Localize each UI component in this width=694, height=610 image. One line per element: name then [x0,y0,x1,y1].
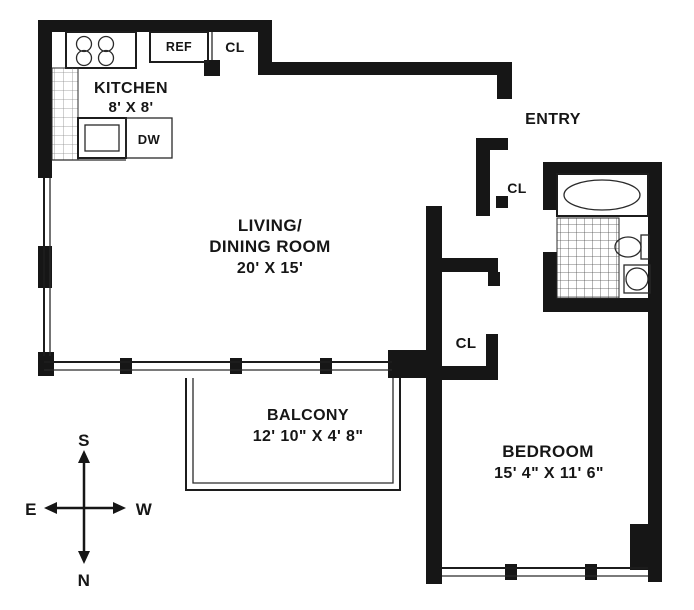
wall-segment [442,366,498,380]
living-dining-label-line1: LIVING/ [238,216,302,235]
closet-label-entry: CL [507,180,527,196]
window-mullion [120,358,132,374]
dishwasher-label: DW [138,132,161,147]
balcony-dims: 12' 10" X 4' 8" [253,428,364,445]
stove-burner [75,35,93,53]
kitchen-counter [51,67,79,161]
wall-segment [648,162,662,312]
wall-segment [543,252,557,312]
window-mullion [505,564,517,580]
stove-burner [97,35,115,53]
window-mullion [585,564,597,580]
toilet [614,234,650,260]
window-left [43,178,51,356]
living-dining-label-line2: DINING ROOM [209,237,331,256]
bedroom-dims: 15' 4" X 11' 6" [494,465,604,482]
stove-burner [75,49,93,67]
bathtub [556,173,649,217]
balcony-label: BALCONY [267,407,349,424]
kitchen-label: KITCHEN [94,80,168,97]
window-living-bottom [44,361,392,371]
compass-label-east: E [25,500,37,519]
wall-segment [388,350,426,378]
compass-label-north: N [78,571,91,590]
bathroom-tile-floor [556,217,620,299]
wall-segment [258,20,272,75]
wall-segment [648,312,662,582]
closet-label-hall: CL [456,335,477,352]
balcony-railing [185,378,401,491]
sink-basin [623,264,651,294]
wall-segment [543,298,662,312]
window-mullion [320,358,332,374]
wall-segment [38,352,54,376]
kitchen-dims: 8' X 8' [109,99,154,116]
wall-segment [496,196,508,208]
compass-arrow-west [113,502,126,514]
window-bedroom-bottom [442,567,648,577]
closet-label-kitchen: CL [225,39,245,55]
refrigerator-label: REF [166,40,192,54]
wall-segment [543,162,662,174]
wall-segment [630,524,662,570]
compass-label-west: W [136,500,153,519]
kitchen-sink [77,117,127,159]
wall-segment [38,20,272,32]
exterior-and-interior-walls [38,20,662,584]
stove-burner [97,49,115,67]
wall-segment [38,20,52,178]
wall-segment [204,60,220,76]
compass-arrow-east [44,502,57,514]
wall-segment [490,138,508,150]
wall-segment [476,138,490,216]
compass-arrow-north [78,551,90,564]
compass-label-south: S [78,431,90,450]
dishwasher [125,117,173,159]
living-dining-dims: 20' X 15' [237,260,303,277]
wall-segment [497,75,512,99]
refrigerator [149,31,213,63]
wall-segment [442,258,498,272]
wall-segment [426,206,442,584]
wall-segment [258,62,512,75]
stove [65,31,137,69]
compass: S N E W [25,431,153,590]
wall-segment [486,334,498,366]
compass-arrow-south [78,450,90,463]
entry-label: ENTRY [525,111,581,128]
window-mullion [230,358,242,374]
bedroom-label: BEDROOM [502,442,594,461]
wall-segment [488,272,500,286]
